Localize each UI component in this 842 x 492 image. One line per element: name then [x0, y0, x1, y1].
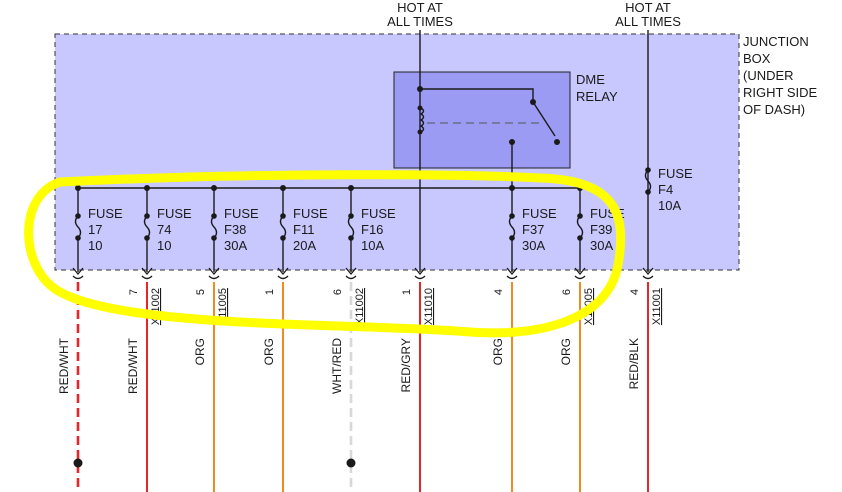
fuse-label-f37: F37 [522, 222, 544, 237]
fuse-label-f11: 20A [293, 238, 316, 253]
fuse-label-f11: FUSE [293, 206, 328, 221]
connector-arc [141, 275, 153, 280]
pin-number: 1 [264, 289, 276, 295]
relay-label-line2: RELAY [576, 89, 618, 104]
fuse-label-f74: FUSE [157, 206, 192, 221]
highlight-ellipse [24, 170, 626, 338]
wire-color-label: ORG [193, 338, 207, 365]
wire-color-label: RED/WHT [57, 337, 71, 394]
fuse-label-f37: FUSE [522, 206, 557, 221]
wire-color-label: ORG [559, 338, 573, 365]
fuse-label-f16: 10A [361, 238, 384, 253]
fuse-label-f74: 10 [157, 238, 171, 253]
relay-dots [417, 86, 560, 145]
connector-chevron [72, 267, 84, 276]
wire-color-label: WHT/RED [330, 338, 344, 394]
fuse-label-f17: FUSE [88, 206, 123, 221]
fuse-label-f38: FUSE [224, 206, 259, 221]
pin-number: 4 [629, 289, 641, 295]
fuse-label-f39: F39 [590, 222, 612, 237]
hot-label-1-line1: HOT AT [397, 0, 443, 15]
junction-box-label-line: (UNDER [743, 68, 794, 83]
fuse-label-f16: F16 [361, 222, 383, 237]
connector-chevron [345, 267, 357, 276]
fuse-label-f4: FUSE [658, 166, 693, 181]
wire-color-label: RED/BLK [627, 338, 641, 389]
pin-number: 6 [332, 289, 344, 295]
pin-number: 4 [493, 289, 505, 295]
pin-number: 5 [195, 289, 207, 295]
fuse-label-f39: 30A [590, 238, 613, 253]
fuse-label-f11: F11 [293, 222, 314, 237]
connector-arc [506, 275, 518, 280]
fuse-label-f17: 10 [88, 238, 102, 253]
dme-relay-box [393, 71, 571, 169]
fuse-label-f38: 30A [224, 238, 247, 253]
pin-number: 6 [561, 289, 573, 295]
connector-arc [72, 275, 84, 280]
connector-arc [277, 275, 289, 280]
wire-color-label: RED/WHT [126, 337, 140, 394]
connector-arc [414, 275, 426, 280]
connector-id: X11002 [354, 288, 366, 325]
wire-color-label: ORG [491, 338, 505, 365]
connector-arc [345, 275, 357, 280]
junction-box-label: JUNCTION BOX (UNDER RIGHT SIDE OF DASH) [743, 34, 817, 117]
splice-dot [346, 458, 356, 468]
hot-label-2-line2: ALL TIMES [615, 14, 681, 29]
connector-arc [208, 275, 220, 280]
connector-chevron [642, 267, 654, 276]
wire-color-label: ORG [262, 338, 276, 365]
connector-chevron [414, 267, 426, 276]
pin-number: 7 [128, 289, 140, 295]
fuse-label-f38: F38 [224, 222, 246, 237]
fuse-label-f74: 74 [157, 222, 171, 237]
connector-id: X11010 [423, 288, 435, 325]
junction-box-label-line: RIGHT SIDE [743, 85, 817, 100]
connector-chevron [277, 267, 289, 276]
connector-arc [642, 275, 654, 280]
fuse-label-f17: 17 [88, 222, 102, 237]
junction-box-label-line: JUNCTION [743, 34, 809, 49]
connector-chevron [506, 267, 518, 276]
pin-number: 1 [401, 289, 413, 295]
fuse-label-f37: 30A [522, 238, 545, 253]
connector-chevron [141, 267, 153, 276]
hot-label-2-line1: HOT AT [625, 0, 671, 15]
junction-box-label-line: OF DASH) [743, 102, 805, 117]
fuse-layer: FUSE1710FUSE7410FUSEF3830AFUSEF1120AFUSE… [74, 166, 693, 272]
hot-label-1-line2: ALL TIMES [387, 14, 453, 29]
connector-chevron [574, 267, 586, 276]
splice-dot [73, 458, 83, 468]
junction-box-label-line: BOX [743, 51, 771, 66]
fuse-label-f4: 10A [658, 198, 681, 213]
fuse-label-f4: F4 [658, 182, 673, 197]
connector-id: X11001 [651, 288, 663, 325]
connector-chevron [208, 267, 220, 276]
connector-arc [574, 275, 586, 280]
relay-label-line1: DME [576, 72, 605, 87]
fuse-label-f16: FUSE [361, 206, 396, 221]
wire-color-label: RED/GRY [399, 338, 413, 392]
connector-id: X11005 [217, 288, 229, 325]
